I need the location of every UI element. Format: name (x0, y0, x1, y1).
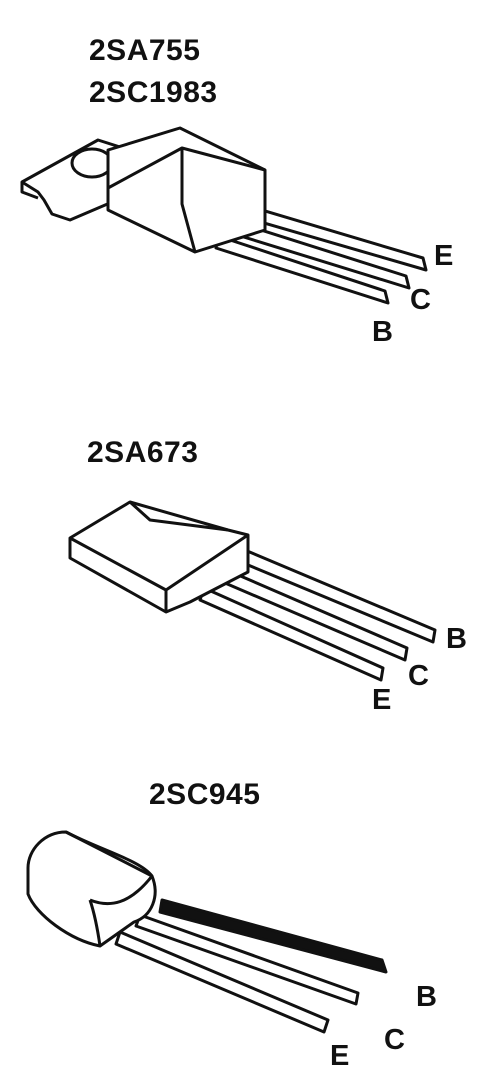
pin-label-e: E (372, 684, 392, 716)
pin-label-b: B (372, 316, 393, 348)
pin-label-b: B (416, 981, 437, 1013)
to92-package (26, 830, 388, 1034)
part-number-2sc945: 2SC945 (149, 778, 261, 811)
to220-package (20, 126, 428, 305)
to126-body (68, 500, 250, 614)
to92-leads (114, 898, 388, 1034)
pin-label-c: C (410, 284, 431, 316)
pin-label-e: E (330, 1040, 350, 1072)
pin-label-b: B (446, 623, 467, 655)
pin-label-c: C (384, 1024, 405, 1056)
to220-mounting-hole (70, 147, 114, 179)
to126-package (68, 500, 437, 682)
pin-label-e: E (434, 240, 454, 272)
part-number-2sc1983: 2SC1983 (89, 76, 218, 109)
to220-body (106, 126, 267, 254)
part-number-2sa673: 2SA673 (87, 436, 199, 469)
pin-label-c: C (408, 660, 429, 692)
part-number-2sa755: 2SA755 (89, 34, 201, 67)
to220-leads (214, 198, 428, 305)
to92-body (26, 830, 157, 948)
